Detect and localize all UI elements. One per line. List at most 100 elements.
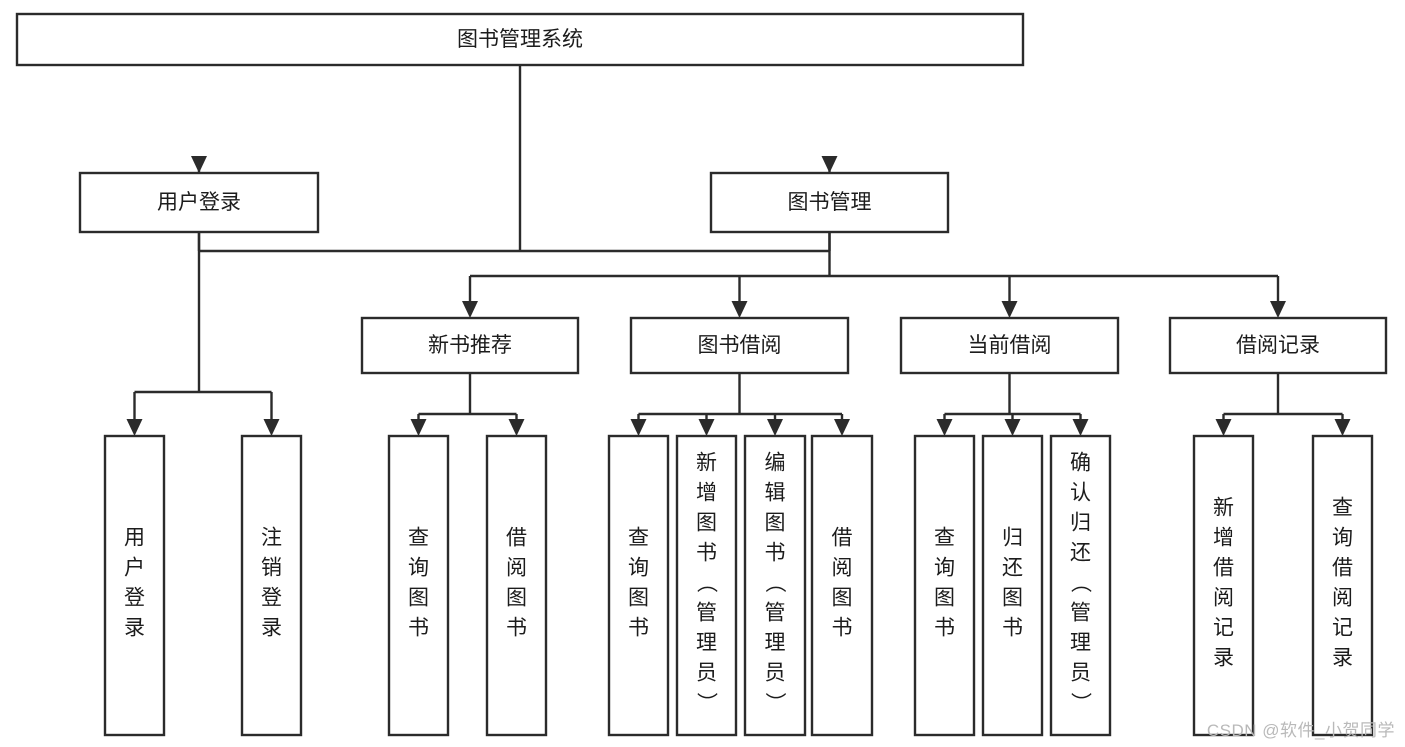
svg-text:录: 录	[124, 617, 145, 640]
svg-text:理: 理	[765, 632, 786, 655]
leaf-node-box[interactable]	[1049, 434, 1112, 737]
arrow-head-icon	[936, 419, 953, 436]
svg-text:归: 归	[1002, 527, 1023, 550]
svg-text:阅: 阅	[832, 557, 853, 580]
svg-text:书: 书	[832, 617, 853, 640]
arrow-head-icon	[821, 156, 838, 173]
level3-node-box[interactable]	[360, 316, 580, 375]
svg-text:管: 管	[696, 602, 717, 625]
svg-text:图: 图	[408, 587, 429, 610]
arrow-head-icon	[767, 419, 783, 436]
svg-text:询: 询	[1332, 527, 1353, 550]
leaf-node-box[interactable]	[810, 434, 874, 737]
svg-text:书: 书	[408, 617, 429, 640]
svg-text:户: 户	[124, 557, 145, 580]
arrow-head-icon	[630, 419, 647, 436]
level2-node-label: 用户登录	[157, 191, 241, 214]
leaf-node-box[interactable]	[743, 434, 807, 737]
svg-text:增: 增	[1213, 527, 1234, 550]
svg-text:询: 询	[934, 557, 955, 580]
svg-text:（: （	[1069, 572, 1092, 593]
svg-text:辑: 辑	[765, 482, 786, 505]
level2-node-box[interactable]	[78, 171, 320, 234]
arrow-head-icon	[462, 301, 478, 318]
leaf-node-box[interactable]	[103, 434, 166, 737]
root-node-box[interactable]	[15, 12, 1025, 67]
arrow-head-icon	[191, 156, 207, 173]
svg-text:借: 借	[832, 527, 853, 550]
leaf-node-box[interactable]	[240, 434, 303, 737]
svg-text:登: 登	[261, 587, 282, 610]
arrow-head-icon	[1215, 419, 1232, 436]
leaf-node-box[interactable]	[607, 434, 670, 737]
svg-text:）: ）	[1069, 692, 1092, 713]
svg-text:增: 增	[696, 482, 717, 505]
leaf-node-box[interactable]	[387, 434, 450, 737]
svg-text:编: 编	[765, 452, 786, 475]
arrow-head-icon	[126, 419, 143, 436]
level3-node-box[interactable]	[899, 316, 1120, 375]
leaf-node-label: 用户登录	[124, 527, 145, 640]
leaf-node-box[interactable]	[1311, 434, 1374, 737]
svg-text:注: 注	[261, 527, 282, 550]
svg-text:录: 录	[1332, 647, 1353, 670]
arrow-head-icon	[410, 419, 427, 436]
svg-text:图: 图	[934, 587, 955, 610]
arrow-head-icon	[731, 301, 748, 318]
svg-text:图: 图	[1002, 587, 1023, 610]
svg-text:询: 询	[628, 557, 649, 580]
svg-text:新: 新	[1213, 497, 1234, 520]
svg-text:借: 借	[506, 527, 527, 550]
level2-node-box[interactable]	[709, 171, 950, 234]
svg-text:归: 归	[1070, 512, 1091, 535]
arrow-head-icon	[834, 419, 850, 436]
svg-text:借: 借	[1332, 557, 1353, 580]
connector-lines	[126, 65, 1351, 436]
leaf-node-box[interactable]	[485, 434, 548, 737]
level3-node-label: 借阅记录	[1236, 334, 1320, 357]
svg-text:书: 书	[1002, 617, 1023, 640]
root-node-label: 图书管理系统	[457, 28, 583, 51]
svg-text:理: 理	[1070, 632, 1091, 655]
svg-text:图: 图	[628, 587, 649, 610]
level3-node-box[interactable]	[629, 316, 850, 375]
svg-text:还: 还	[1070, 542, 1091, 565]
svg-text:图: 图	[696, 512, 717, 535]
arrow-head-icon	[1072, 419, 1089, 436]
leaf-node-box[interactable]	[675, 434, 738, 737]
svg-text:认: 认	[1070, 482, 1091, 505]
arrow-head-icon	[1001, 301, 1018, 318]
leaf-node-box[interactable]	[1192, 434, 1255, 737]
svg-text:书: 书	[628, 617, 649, 640]
svg-text:阅: 阅	[1213, 587, 1234, 610]
svg-text:员: 员	[765, 662, 786, 685]
svg-text:（: （	[763, 572, 786, 593]
svg-text:录: 录	[261, 617, 282, 640]
svg-text:录: 录	[1213, 647, 1234, 670]
svg-text:图: 图	[832, 587, 853, 610]
svg-text:销: 销	[261, 557, 282, 580]
svg-text:书: 书	[765, 542, 786, 565]
leaf-node-box[interactable]	[913, 434, 976, 737]
svg-text:）: ）	[695, 692, 718, 713]
level3-node-box[interactable]	[1168, 316, 1388, 375]
svg-text:理: 理	[696, 632, 717, 655]
svg-text:管: 管	[765, 602, 786, 625]
svg-text:借: 借	[1213, 557, 1234, 580]
level3-node-label: 当前借阅	[968, 334, 1052, 357]
leaf-node-box[interactable]	[981, 434, 1044, 737]
arrow-head-icon	[1004, 419, 1021, 436]
node-boxes	[15, 12, 1388, 737]
